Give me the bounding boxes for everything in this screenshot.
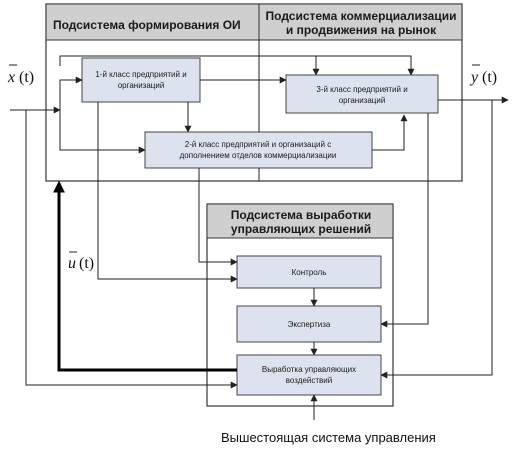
block-class2-label-2: дополнением отделов коммерциализации [180, 151, 337, 160]
control-subsystem-title-1: Подсистема выработки [231, 208, 371, 222]
superior-system-caption: Вышестоящая система управления [221, 430, 436, 445]
block-decisions-label-2: воздействий [286, 376, 332, 385]
input-to-class1-arrow [59, 76, 83, 110]
formation-title: Подсистема формирования ОИ [53, 18, 241, 32]
control-signal-arg: (t) [79, 255, 94, 272]
block-class1-label-2: организаций [118, 81, 165, 90]
output-feedback-arrow [380, 100, 493, 379]
commercialization-title-1: Подсистема коммерциализации [266, 9, 457, 23]
input-signal-symbol: x [7, 69, 15, 86]
top-bus-to-class3-right-arrow [260, 55, 415, 76]
input-to-decisions-arrow [25, 110, 238, 389]
output-signal-symbol: y [469, 69, 479, 86]
block-decisions [236, 354, 382, 396]
control-action-arrow [53, 180, 237, 372]
class3-to-expertise-arrow [380, 113, 429, 328]
block-class2-label-1: 2-й класс предприятий и организаций с [185, 140, 331, 149]
block-control-label: Контроль [292, 268, 327, 277]
top-bus-to-class3-arrow [59, 55, 320, 76]
block-class2 [144, 131, 373, 169]
block-class1-label-1: 1-й класс предприятий и [95, 70, 186, 79]
block-class3-label-2: организаций [339, 96, 386, 105]
class2-to-class3-arrow [372, 114, 408, 151]
control-subsystem-header [206, 203, 394, 239]
block-control [236, 255, 382, 289]
block-expertise-label: Экспертиза [288, 320, 331, 329]
class1-to-control-arrow [97, 102, 238, 283]
control-subsystem-title-2: управляющих решений [231, 222, 371, 236]
output-signal-label: y (t) [469, 64, 497, 86]
commercialization-header [258, 3, 463, 41]
block-decisions-label-1: Выработка управляющих [262, 365, 356, 374]
commercialization-title-2: и продвижения на рынок [286, 23, 437, 37]
output-signal-arg: (t) [482, 69, 497, 86]
input-to-class2-arrow [59, 110, 146, 154]
block-class3-label-1: 3-й класс предприятий и [316, 85, 407, 94]
block-class3 [285, 74, 439, 114]
control-signal-symbol: u [68, 255, 76, 272]
class2-to-control-arrow [198, 168, 238, 266]
block-class1 [81, 57, 201, 103]
formation-title-clip: Подсистема формирования ОИ [53, 18, 241, 32]
formation-header [45, 3, 261, 41]
input-signal-label: x (t) [7, 64, 34, 86]
input-signal-arg: (t) [19, 69, 34, 86]
control-signal-label: u (t) [68, 251, 94, 272]
